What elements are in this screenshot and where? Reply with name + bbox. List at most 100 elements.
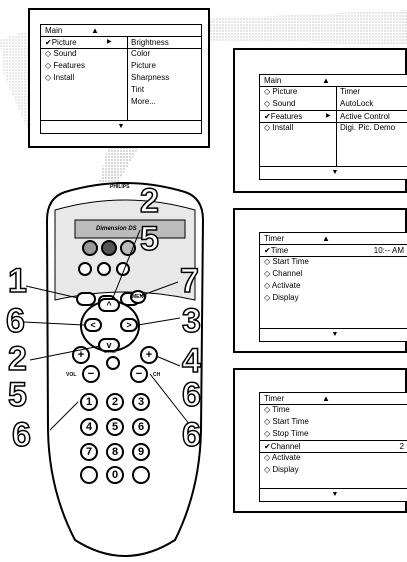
menu-item-label: ◇ Install bbox=[45, 72, 74, 83]
extra-button[interactable] bbox=[80, 466, 98, 484]
submenu-item-label: Active Control bbox=[340, 111, 390, 122]
digit-4-button[interactable]: 4 bbox=[80, 418, 98, 436]
down-arrow-icon: ▼ bbox=[332, 331, 339, 338]
step-number-2: 2 bbox=[8, 340, 27, 379]
menu-row[interactable]: Tint bbox=[41, 84, 201, 95]
right-arrow-icon: ▶ bbox=[107, 37, 112, 48]
menu-item-label: ◇ Start Time bbox=[264, 256, 309, 267]
step-number-3: 3 bbox=[182, 302, 201, 341]
menu-row[interactable]: ◇ Sound AutoLock bbox=[260, 98, 407, 109]
submenu-item-label: Sharpness bbox=[131, 72, 169, 83]
right-arrow-icon: ▶ bbox=[326, 111, 331, 122]
menu-row[interactable]: ◇ Start Time bbox=[260, 256, 407, 267]
menu-item-label: ✔Time bbox=[264, 245, 288, 256]
menu-item-label: ✔Channel bbox=[264, 441, 301, 452]
source-button[interactable] bbox=[78, 262, 92, 276]
av-button[interactable] bbox=[97, 262, 111, 276]
tv-screen-main-picture: Main ▲ ✔Picture ▶ Brightness ◇ Sound Col… bbox=[28, 8, 210, 148]
step-number-1: 1 bbox=[8, 262, 27, 301]
submenu-item-label: Tint bbox=[131, 84, 144, 95]
color-button[interactable] bbox=[101, 240, 117, 256]
up-arrow-icon: ▲ bbox=[322, 233, 330, 244]
submenu-item-label: More... bbox=[131, 96, 156, 107]
volume-down-button[interactable]: − bbox=[82, 365, 100, 383]
digit-5-button[interactable]: 5 bbox=[106, 418, 124, 436]
menu-row[interactable]: ◇ Stop Time bbox=[260, 428, 407, 439]
menu-title: Timer bbox=[264, 233, 284, 244]
step-number-6: 6 bbox=[182, 376, 201, 415]
menu-title: Main bbox=[45, 25, 62, 36]
menu-panel: Timer ▲ ✔Time 10:-- AM ◇ Start Time ◇ Ch… bbox=[259, 232, 407, 342]
menu-item-label: ◇ Channel bbox=[264, 268, 302, 279]
color-button[interactable] bbox=[120, 240, 136, 256]
cursor-left-button[interactable]: < bbox=[84, 318, 102, 332]
menu-row[interactable]: ◇ Features Picture bbox=[41, 60, 201, 71]
menu-row[interactable]: ◇ Display bbox=[260, 464, 407, 475]
digit-7-button[interactable]: 7 bbox=[80, 443, 98, 461]
digit-3-button[interactable]: 3 bbox=[132, 393, 150, 411]
menu-item-label: ◇ Start Time bbox=[264, 416, 309, 427]
digit-6-button[interactable]: 6 bbox=[132, 418, 150, 436]
submenu-item-label: Digi. Pic. Demo bbox=[340, 122, 395, 133]
menu-row[interactable]: ◇ Start Time bbox=[260, 416, 407, 427]
ch-label: CH bbox=[153, 372, 160, 378]
submenu-item-label: Picture bbox=[131, 60, 156, 71]
up-arrow-icon: ▲ bbox=[91, 25, 99, 36]
tv-screen-main-features: Main ▲ ◇ Picture Timer ◇ Sound AutoLock … bbox=[233, 48, 407, 193]
submenu-item-label: Brightness bbox=[131, 37, 169, 48]
menu-item-label: ◇ Activate bbox=[264, 452, 300, 463]
cursor-up-button[interactable]: ^ bbox=[98, 298, 120, 312]
tv-screen-timer-channel: Timer ▲ ◇ Time ◇ Start Time ◇ Stop Time … bbox=[233, 368, 407, 513]
menu-row[interactable]: ◇ Time bbox=[260, 404, 407, 415]
menu-row[interactable]: ◇ Display bbox=[260, 292, 407, 303]
menu-item-label: ✔Features bbox=[264, 111, 302, 122]
channel-up-button[interactable]: + bbox=[140, 346, 158, 364]
menu-button[interactable]: MENU bbox=[130, 290, 146, 304]
remote-product-label: Dimension DS bbox=[96, 226, 137, 232]
menu-item-value: 10:-- AM bbox=[374, 245, 404, 256]
color-button[interactable] bbox=[82, 240, 98, 256]
menu-item-label: ◇ Display bbox=[264, 292, 299, 303]
down-arrow-icon: ▼ bbox=[332, 169, 339, 176]
digit-0-button[interactable]: 0 bbox=[106, 466, 124, 484]
menu-item-label: ◇ Time bbox=[264, 404, 290, 415]
pip-button[interactable] bbox=[116, 262, 130, 276]
menu-item-label: ◇ Activate bbox=[264, 280, 300, 291]
menu-title: Timer bbox=[264, 393, 284, 404]
menu-divider bbox=[336, 86, 337, 167]
menu-item-label: ◇ Sound bbox=[45, 48, 77, 59]
extra-button[interactable] bbox=[132, 466, 150, 484]
mute-button[interactable] bbox=[106, 356, 120, 370]
menu-row[interactable]: ◇ Activate bbox=[260, 452, 407, 463]
menu-row[interactable]: ◇ Sound Color bbox=[41, 48, 201, 59]
submenu-item-label: AutoLock bbox=[340, 98, 373, 109]
step-number-2: 2 bbox=[140, 182, 159, 221]
step-number-7: 7 bbox=[180, 262, 199, 301]
menu-label: MENU bbox=[104, 349, 116, 354]
menu-title: Main bbox=[264, 75, 281, 86]
menu-row[interactable]: More... bbox=[41, 96, 201, 107]
step-number-6: 6 bbox=[182, 416, 201, 455]
step-number-5: 5 bbox=[140, 220, 159, 259]
digit-2-button[interactable]: 2 bbox=[106, 393, 124, 411]
menu-row[interactable]: ◇ Picture Timer bbox=[260, 86, 407, 97]
menu-panel: Main ▲ ✔Picture ▶ Brightness ◇ Sound Col… bbox=[40, 24, 202, 134]
digit-8-button[interactable]: 8 bbox=[106, 443, 124, 461]
down-arrow-icon: ▼ bbox=[332, 491, 339, 498]
digit-9-button[interactable]: 9 bbox=[132, 443, 150, 461]
up-arrow-icon: ▲ bbox=[322, 75, 330, 86]
channel-down-button[interactable]: − bbox=[130, 365, 148, 383]
menu-item-label: ◇ Display bbox=[264, 464, 299, 475]
volume-up-button[interactable]: + bbox=[72, 346, 90, 364]
digit-1-button[interactable]: 1 bbox=[80, 393, 98, 411]
menu-row[interactable]: ◇ Install Sharpness bbox=[41, 72, 201, 83]
menu-item-label: ◇ Features bbox=[45, 60, 85, 71]
menu-footer: ▼ bbox=[260, 488, 407, 501]
cursor-right-button[interactable]: > bbox=[120, 318, 138, 332]
down-arrow-icon: ▼ bbox=[118, 123, 125, 130]
menu-row[interactable]: ◇ Install Digi. Pic. Demo bbox=[260, 122, 407, 133]
menu-divider bbox=[127, 36, 128, 121]
menu-row[interactable]: ◇ Channel bbox=[260, 268, 407, 279]
menu-row[interactable]: ◇ Activate bbox=[260, 280, 407, 291]
remote-brand: PHILIPS bbox=[110, 184, 129, 190]
